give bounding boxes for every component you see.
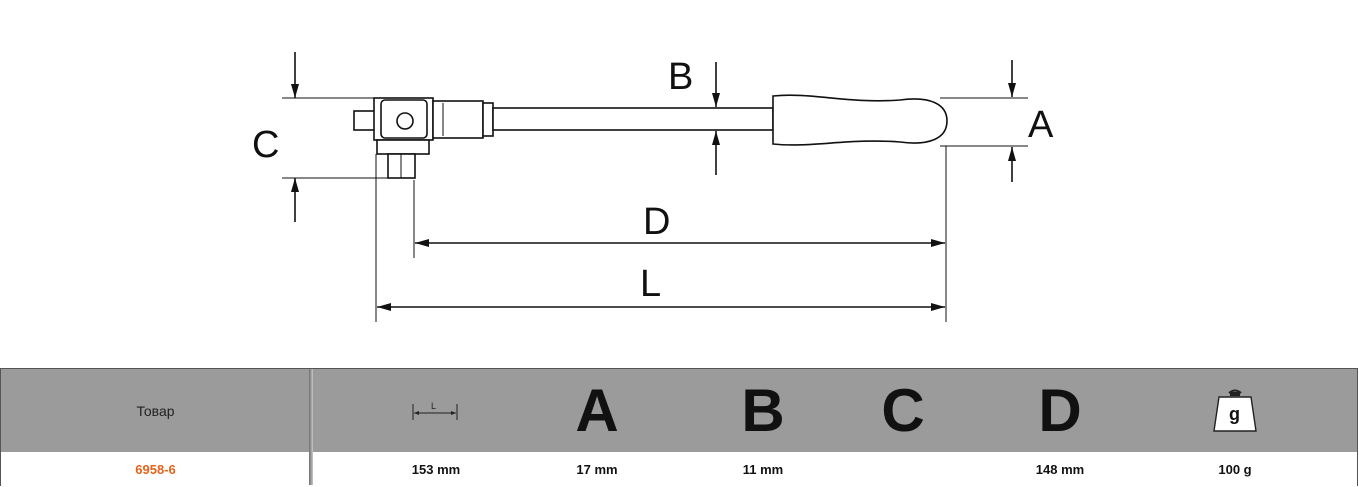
- ratchet-shaft: [492, 107, 774, 131]
- label-b: B: [668, 56, 693, 98]
- technical-drawing: C B A D L: [252, 52, 1054, 322]
- header-b: B: [741, 376, 785, 444]
- header-d: D: [1038, 376, 1082, 444]
- dimension-b: B: [668, 56, 720, 175]
- label-a: A: [1028, 104, 1054, 146]
- dimension-d: D: [415, 201, 945, 247]
- label-c: C: [252, 124, 279, 166]
- ratchet-head: [353, 97, 494, 179]
- weight-icon-letter: g: [1229, 404, 1240, 424]
- spec-table: Товар L A B C D: [0, 368, 1358, 486]
- product-code-link[interactable]: 6958-6: [135, 461, 176, 477]
- label-d: D: [643, 201, 670, 243]
- value-d: 148 mm: [1035, 461, 1085, 477]
- value-length: 153 mm: [411, 461, 461, 477]
- column-divider: [309, 369, 313, 485]
- dimension-l: L: [377, 263, 945, 311]
- header-c: C: [881, 376, 925, 444]
- dimension-c: C: [252, 52, 388, 222]
- length-icon-letter: L: [431, 401, 436, 411]
- value-a: 17 mm: [576, 461, 618, 477]
- ratchet-handle: [772, 94, 948, 146]
- value-b: 11 mm: [742, 461, 784, 477]
- value-weight: 100 g: [1218, 461, 1252, 477]
- table-row: 6958-6 153 mm 17 mm 11 mm 148 mm 100 g: [1, 452, 1357, 486]
- label-l: L: [640, 263, 661, 305]
- header-product: Товар: [136, 402, 175, 419]
- table-header: Товар L A B C D: [1, 369, 1357, 452]
- header-a: A: [575, 376, 619, 444]
- weight-icon: g: [1185, 369, 1285, 452]
- dimension-a: A: [940, 60, 1054, 182]
- length-icon: L: [386, 369, 486, 452]
